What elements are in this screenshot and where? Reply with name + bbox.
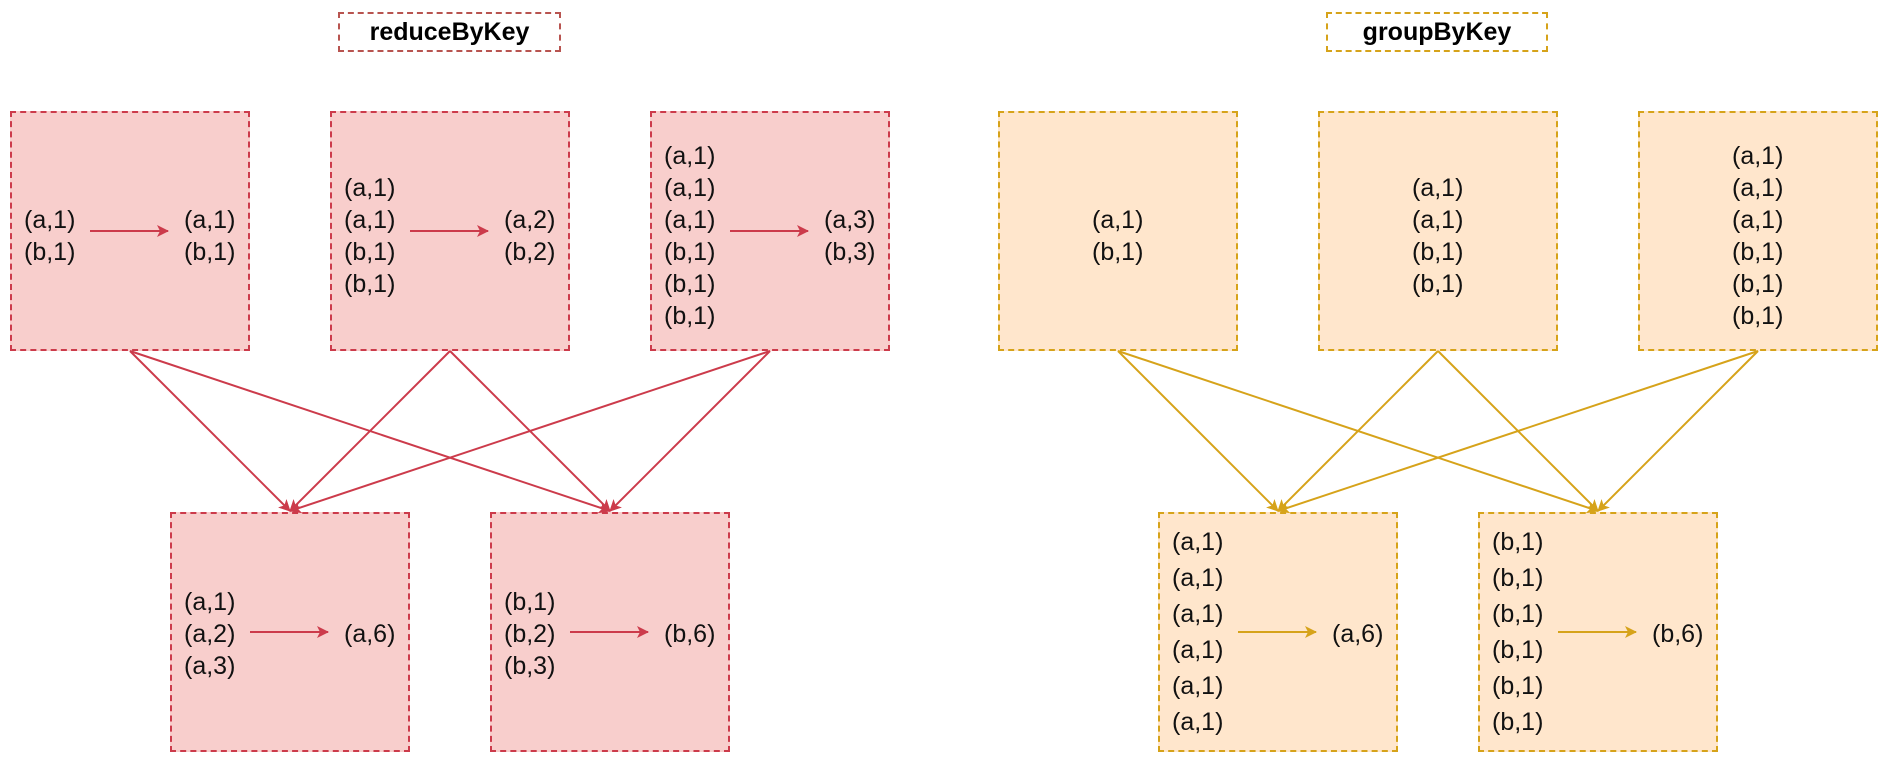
record: (a,1) — [1172, 636, 1224, 664]
record: (b,3) — [824, 238, 876, 266]
reduce-output-b-result: (b,6) — [664, 618, 715, 650]
shuffle-arrow — [1597, 350, 1759, 512]
record: (a,1) — [344, 206, 396, 234]
record: (a,1) — [1172, 672, 1224, 700]
shuffle-arrow — [289, 350, 451, 512]
record: (b,1) — [1732, 302, 1784, 330]
record: (a,3) — [184, 652, 236, 680]
reduce-output-a-records: (a,1) (a,2) (a,3) — [184, 586, 235, 682]
record: (b,1) — [1412, 270, 1464, 298]
shuffle-arrow — [289, 350, 771, 514]
group-input-partition-1: (a,1) (b,1) — [998, 111, 1238, 351]
record: (a,1) — [1092, 206, 1144, 234]
group-output-b-result: (b,6) — [1652, 618, 1703, 650]
record: (b,1) — [664, 302, 716, 330]
record: (b,3) — [504, 652, 556, 680]
record: (b,6) — [664, 620, 716, 648]
group-by-key-title: groupByKey — [1326, 12, 1548, 52]
record: (b,1) — [344, 238, 396, 266]
record: (a,1) — [184, 206, 236, 234]
record: (a,1) — [664, 206, 716, 234]
reduce-by-key-title: reduceByKey — [338, 12, 561, 52]
record: (b,1) — [1492, 708, 1544, 736]
record: (b,1) — [1412, 238, 1464, 266]
record: (a,2) — [184, 620, 236, 648]
group-output-b-records: (b,1) (b,1) (b,1) (b,1) (b,1) (b,1) — [1492, 524, 1543, 740]
group-input-3-records: (a,1) (a,1) (a,1) (b,1) (b,1) (b,1) — [1732, 140, 1783, 332]
reduce-input-3-combined: (a,3) (b,3) — [824, 204, 875, 268]
record: (a,1) — [1172, 528, 1224, 556]
reduce-output-b-records: (b,1) (b,2) (b,3) — [504, 586, 555, 682]
record: (a,3) — [824, 206, 876, 234]
shuffle-arrow — [129, 350, 291, 512]
reduce-input-1-combined: (a,1) (b,1) — [184, 204, 235, 268]
record: (b,1) — [664, 238, 716, 266]
record: (a,6) — [1332, 620, 1384, 648]
group-input-2-records: (a,1) (a,1) (b,1) (b,1) — [1412, 172, 1463, 300]
record: (a,1) — [1732, 142, 1784, 170]
reduce-input-2-combined: (a,2) (b,2) — [504, 204, 555, 268]
group-output-a-records: (a,1) (a,1) (a,1) (a,1) (a,1) (a,1) — [1172, 524, 1223, 740]
shuffle-arrow — [1117, 350, 1279, 512]
record: (b,1) — [1492, 600, 1544, 628]
shuffle-arrow — [609, 350, 771, 512]
record: (b,1) — [1732, 270, 1784, 298]
record: (b,6) — [1652, 620, 1704, 648]
record: (a,1) — [1732, 206, 1784, 234]
group-input-1-records: (a,1) (b,1) — [1092, 204, 1143, 268]
record: (b,2) — [504, 238, 556, 266]
record: (b,1) — [504, 588, 556, 616]
record: (a,1) — [1172, 708, 1224, 736]
record: (a,1) — [1412, 206, 1464, 234]
record: (b,1) — [1492, 636, 1544, 664]
reduce-input-2-records: (a,1) (a,1) (b,1) (b,1) — [344, 172, 395, 300]
shuffle-arrow — [1277, 350, 1759, 514]
record: (b,1) — [184, 238, 236, 266]
record: (a,1) — [664, 174, 716, 202]
reduce-output-a-result: (a,6) — [344, 618, 395, 650]
record: (b,1) — [664, 270, 716, 298]
record: (b,2) — [504, 620, 556, 648]
record: (a,1) — [24, 206, 76, 234]
record: (a,1) — [344, 174, 396, 202]
reduce-output-partition-a: (a,1) (a,2) (a,3) (a,6) — [170, 512, 410, 752]
record: (a,1) — [184, 588, 236, 616]
record: (a,6) — [344, 620, 396, 648]
record: (b,1) — [1492, 672, 1544, 700]
record: (b,1) — [1732, 238, 1784, 266]
record: (a,1) — [1732, 174, 1784, 202]
record: (a,1) — [1412, 174, 1464, 202]
group-output-a-result: (a,6) — [1332, 618, 1383, 650]
record: (a,1) — [664, 142, 716, 170]
group-input-partition-3: (a,1) (a,1) (a,1) (b,1) (b,1) (b,1) — [1638, 111, 1878, 351]
record: (b,1) — [1492, 564, 1544, 592]
record: (b,1) — [24, 238, 76, 266]
record: (a,1) — [1172, 600, 1224, 628]
reduce-input-3-records: (a,1) (a,1) (a,1) (b,1) (b,1) (b,1) — [664, 140, 715, 332]
record: (b,1) — [344, 270, 396, 298]
record: (a,1) — [1172, 564, 1224, 592]
record: (a,2) — [504, 206, 556, 234]
record: (b,1) — [1092, 238, 1144, 266]
group-input-partition-2: (a,1) (a,1) (b,1) (b,1) — [1318, 111, 1558, 351]
reduce-input-1-records: (a,1) (b,1) — [24, 204, 75, 268]
shuffle-arrow — [1277, 350, 1439, 512]
record: (b,1) — [1492, 528, 1544, 556]
